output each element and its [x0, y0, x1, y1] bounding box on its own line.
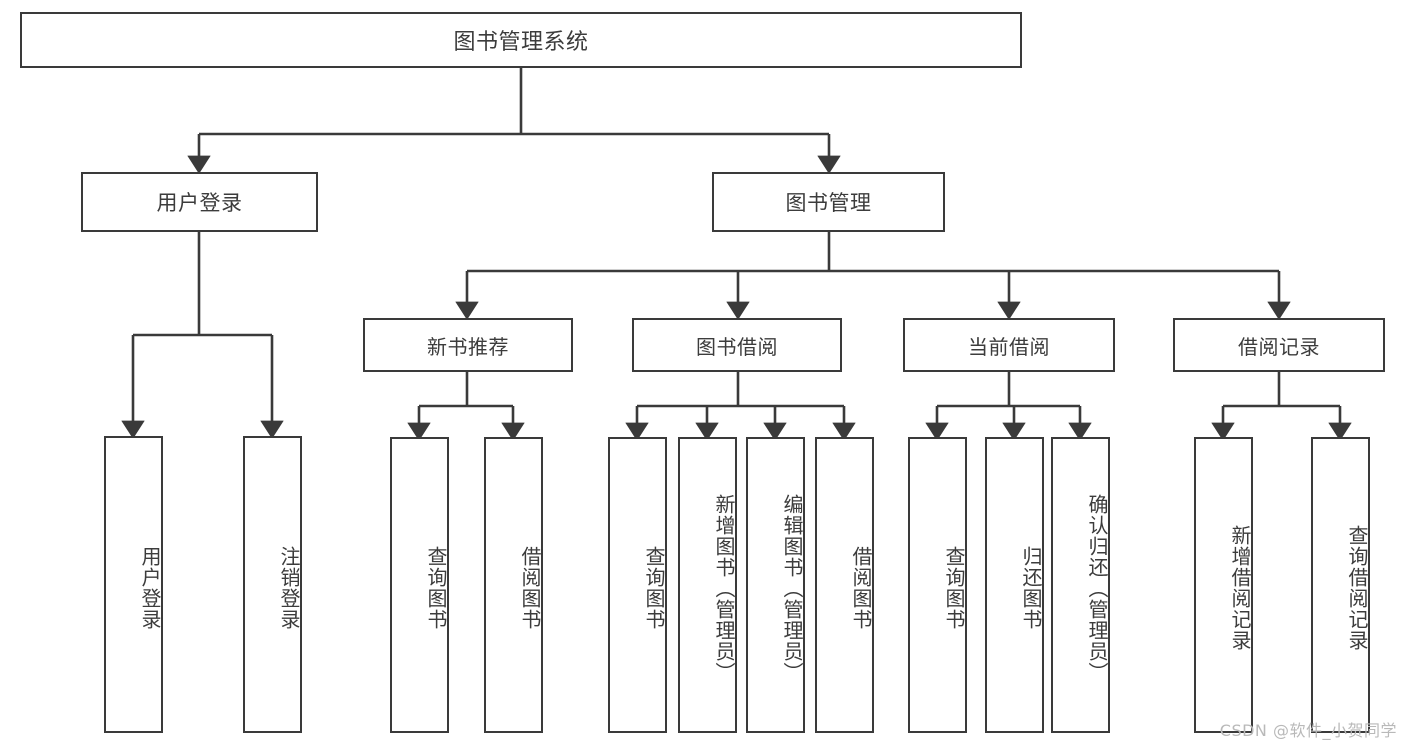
- node-current-borrow[interactable]: 当前借阅: [903, 318, 1115, 372]
- leaf-current-borrow-return-book[interactable]: 归还图书: [985, 437, 1044, 733]
- node-book-borrow[interactable]: 图书借阅: [632, 318, 842, 372]
- node-label: 归还图书: [1019, 546, 1043, 630]
- leaf-borrow-record-query-record[interactable]: 查询借阅记录: [1311, 437, 1370, 733]
- node-label: 借阅图书: [849, 546, 873, 630]
- leaf-book-borrow-add-book-admin[interactable]: 新增图书（管理员）: [678, 437, 737, 733]
- node-label: 借阅记录: [1238, 334, 1320, 359]
- node-label: 图书借阅: [696, 334, 778, 359]
- node-label: 新增借阅记录: [1228, 525, 1252, 651]
- leaf-user-login-logout[interactable]: 注销登录: [243, 436, 302, 733]
- leaf-current-borrow-query-book[interactable]: 查询图书: [908, 437, 967, 733]
- node-label: 编辑图书（管理员）: [780, 493, 804, 683]
- node-label: 新书推荐: [427, 334, 509, 359]
- node-label: 图书管理: [785, 191, 872, 215]
- node-label: 确认归还（管理员）: [1085, 493, 1109, 683]
- leaf-book-borrow-borrow-book[interactable]: 借阅图书: [815, 437, 874, 733]
- node-label: 当前借阅: [968, 334, 1050, 359]
- node-label: 查询图书: [642, 546, 666, 630]
- node-label: 查询借阅记录: [1345, 525, 1369, 651]
- node-label: 新增图书（管理员）: [712, 493, 736, 683]
- node-book-management[interactable]: 图书管理: [712, 172, 945, 232]
- node-label: 注销登录: [277, 545, 301, 630]
- node-label: 图书管理系统: [453, 30, 589, 55]
- leaf-borrow-record-add-record[interactable]: 新增借阅记录: [1194, 437, 1253, 733]
- leaf-book-borrow-query-book[interactable]: 查询图书: [608, 437, 667, 733]
- node-label: 用户登录: [138, 545, 162, 630]
- leaf-book-borrow-edit-book-admin[interactable]: 编辑图书（管理员）: [746, 437, 805, 733]
- leaf-current-borrow-confirm-return-admin[interactable]: 确认归还（管理员）: [1051, 437, 1110, 733]
- node-root-book-management-system[interactable]: 图书管理系统: [20, 12, 1022, 68]
- leaf-new-book-borrow-book[interactable]: 借阅图书: [484, 437, 543, 733]
- leaf-user-login-login[interactable]: 用户登录: [104, 436, 163, 733]
- node-borrow-record[interactable]: 借阅记录: [1173, 318, 1385, 372]
- leaf-new-book-query-book[interactable]: 查询图书: [390, 437, 449, 733]
- watermark: CSDN @软件_小贺同学: [1219, 721, 1397, 740]
- node-label: 借阅图书: [518, 546, 542, 630]
- node-user-login[interactable]: 用户登录: [81, 172, 318, 232]
- node-new-book-recommend[interactable]: 新书推荐: [363, 318, 573, 372]
- node-label: 查询图书: [942, 546, 966, 630]
- node-label: 用户登录: [156, 191, 243, 215]
- node-label: 查询图书: [424, 546, 448, 630]
